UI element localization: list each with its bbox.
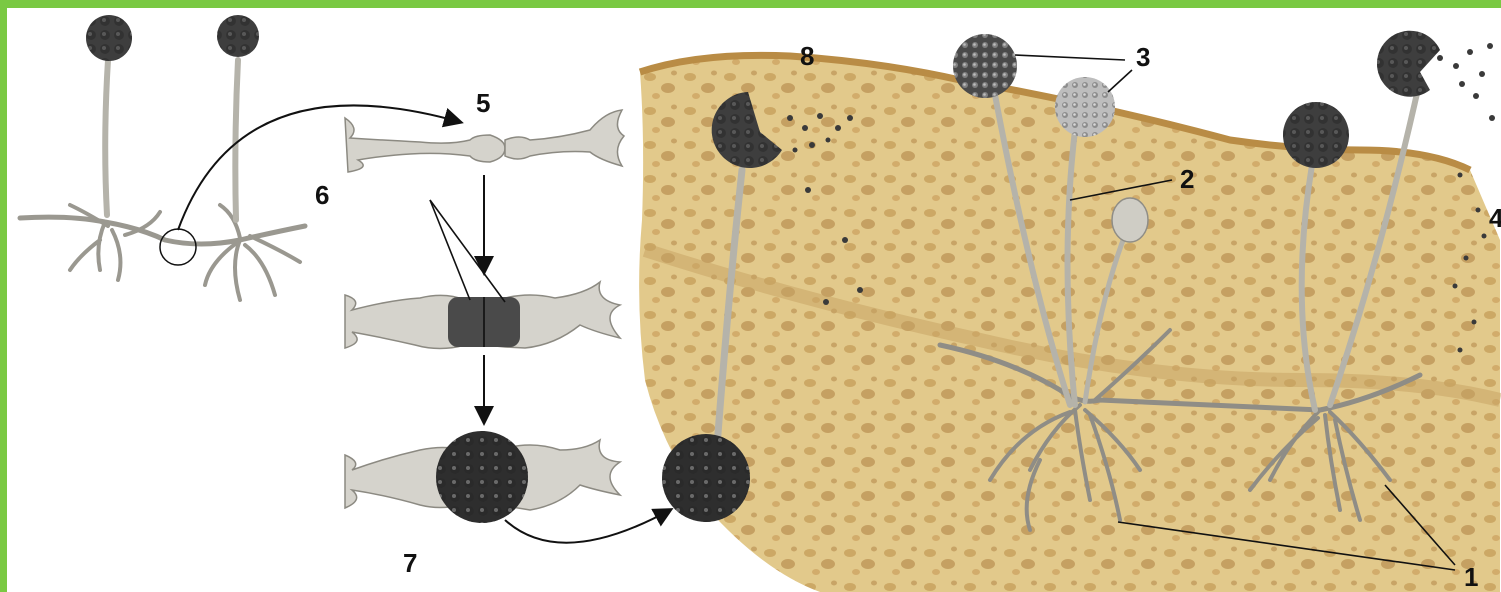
frame-border-top: [0, 0, 1501, 8]
frame-border-left: [0, 0, 7, 592]
label-4: 4: [1489, 205, 1501, 231]
label-3: 3: [1136, 44, 1150, 70]
left-mycelium: [20, 60, 305, 300]
stage-7-zygospore: [345, 431, 620, 523]
stage-5-hyphae: [345, 110, 624, 172]
label-5: 5: [476, 90, 490, 116]
stage-6-gametangia: [345, 282, 620, 349]
label-1: 1: [1464, 564, 1478, 590]
arrow-to-stage-5: [178, 105, 460, 230]
label-6: 6: [315, 182, 329, 208]
label-8: 8: [800, 43, 814, 69]
young-sporangium: [1112, 198, 1148, 242]
label-7: 7: [403, 550, 417, 576]
label-2: 2: [1180, 166, 1194, 192]
arrow-7-to-germination: [505, 510, 670, 543]
zoom-circle: [160, 229, 196, 265]
